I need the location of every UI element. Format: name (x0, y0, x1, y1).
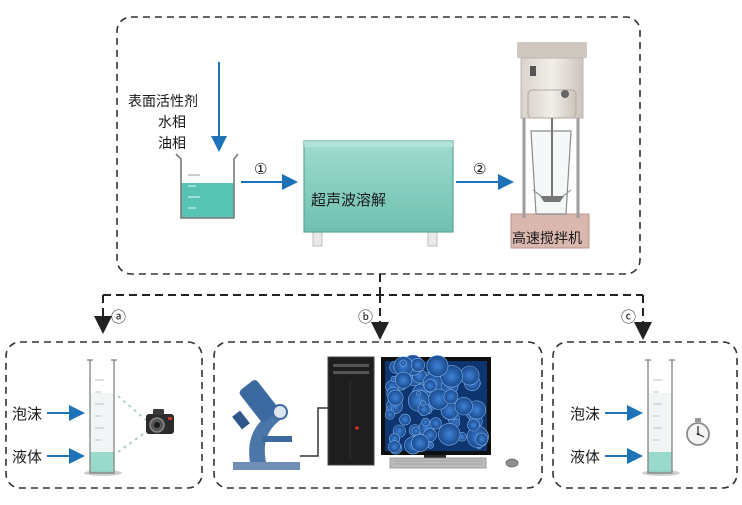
foam-cell (411, 426, 421, 436)
branch-a-foam-label: 泡沫 (12, 405, 42, 423)
foam-cell (423, 379, 437, 393)
computer-tower-icon (327, 356, 375, 466)
camera-view-lines (117, 395, 147, 453)
foam-cell (467, 418, 480, 432)
mouse-icon (505, 458, 519, 468)
keyboard-icon (389, 457, 487, 469)
branch-a-marker: ⓐ (111, 308, 126, 326)
branch-c-foam-label: 泡沫 (570, 405, 600, 423)
foam-cell (399, 413, 411, 426)
branch-connectors (94, 274, 652, 340)
foam-cell (443, 389, 459, 405)
stopwatch-icon (686, 418, 710, 446)
input-label-oil-phase: 油相 (158, 136, 186, 152)
foam-cell (475, 432, 489, 446)
branch-c-frame (552, 341, 738, 489)
ultrasonic-device (303, 140, 454, 247)
step-2-marker: ② (473, 160, 486, 178)
mixing-beaker-icon (175, 153, 239, 219)
foam-cell (411, 434, 430, 452)
foam-cell (387, 389, 404, 406)
foam-cell (421, 417, 430, 427)
foam-cell (429, 417, 442, 430)
foam-cell (395, 371, 412, 389)
foam-cell (420, 400, 427, 407)
foam-cell-image (384, 354, 489, 455)
foam-cell (416, 391, 422, 397)
graduated-cylinder-c-icon (642, 359, 680, 476)
stirrer-label: 高速搅拌机 (512, 230, 582, 247)
branch-b-marker: ⓑ (358, 308, 373, 326)
foam-cell (459, 365, 480, 386)
input-label-surfactant: 表面活性剂 (128, 94, 198, 110)
monitor-icon (381, 354, 491, 465)
foam-cell (384, 409, 395, 420)
branch-a-liquid-label: 液体 (12, 448, 42, 466)
ultrasonic-label: 超声波溶解 (311, 191, 386, 209)
foam-cell (438, 423, 461, 446)
foam-cell (388, 440, 401, 454)
branch-b-frame (213, 341, 543, 489)
foam-cell (454, 397, 473, 416)
foam-cell (399, 359, 407, 367)
foam-cell (410, 357, 425, 372)
camera-icon (146, 409, 174, 434)
foam-cell (426, 355, 449, 377)
data-cable (300, 407, 329, 457)
graduated-cylinder-a-icon (84, 359, 122, 476)
branch-a-frame (5, 341, 203, 489)
step-1-marker: ① (254, 160, 267, 178)
input-label-water-phase: 水相 (158, 115, 186, 131)
high-speed-stirrer-icon (510, 42, 590, 249)
branch-c-liquid-label: 液体 (570, 448, 600, 466)
branch-c-marker: ⓒ (621, 308, 636, 326)
microscope-icon (232, 380, 300, 470)
